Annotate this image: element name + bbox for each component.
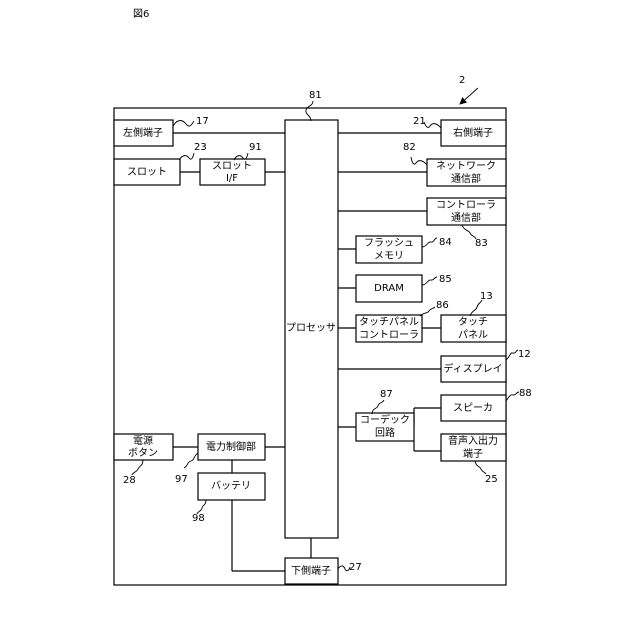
- right-terminal-block: 右側端子: [441, 120, 506, 146]
- audio-io-terminal-block: 音声入出力 端子: [441, 434, 506, 461]
- ref-right-terminal: 21: [413, 116, 426, 127]
- flash-memory-label-line1: フラッシュ: [364, 237, 414, 249]
- ref-lower-terminal: 27: [349, 562, 362, 573]
- flash-memory-label-line2: メモリ: [374, 251, 404, 262]
- network-comm-block: ネットワーク 通信部: [427, 159, 506, 186]
- speaker-block: スピーカ: [441, 395, 506, 421]
- controller-comm-label-line2: 通信部: [451, 211, 481, 224]
- touch-panel-controller-label-line1: タッチパネル: [359, 316, 419, 328]
- ref-touch-ctrl: 86: [436, 300, 449, 311]
- processor-label: プロセッサ: [286, 322, 336, 334]
- ref-left-terminal: 17: [196, 116, 209, 127]
- ref-flash: 84: [439, 237, 452, 248]
- figure-label: 図6: [133, 8, 149, 20]
- power-control-label: 電力制御部: [206, 440, 256, 453]
- touch-panel-controller-block: タッチパネル コントローラ: [356, 315, 422, 342]
- display-label: ディスプレイ: [443, 362, 502, 375]
- slot-block: スロット: [114, 159, 180, 185]
- touch-panel-label-line1: タッチ: [458, 316, 488, 328]
- slot-if-block: スロット I/F: [200, 159, 265, 185]
- codec-circuit-label-line2: 回路: [375, 426, 395, 439]
- ref-speaker: 88: [519, 388, 532, 399]
- slot-if-label-line1: スロット: [212, 161, 252, 172]
- ref-processor: 81: [309, 90, 322, 101]
- processor-block: プロセッサ: [285, 120, 338, 538]
- ref-dram: 85: [439, 274, 452, 285]
- battery-block: バッテリ: [198, 473, 265, 500]
- slot-if-label-line2: I/F: [226, 173, 238, 184]
- power-button-label-line1: 電源: [133, 434, 153, 447]
- controller-comm-label-line1: コントローラ: [436, 199, 496, 211]
- power-button-block: 電源 ボタン: [114, 434, 173, 460]
- device-ref-arrow: [460, 88, 478, 104]
- display-block: ディスプレイ: [441, 356, 506, 382]
- ref-power-control: 97: [175, 474, 188, 485]
- slot-label: スロット: [127, 167, 167, 178]
- power-control-block: 電力制御部: [198, 434, 265, 460]
- dram-block: DRAM: [356, 275, 422, 302]
- network-comm-label-line2: 通信部: [451, 172, 481, 185]
- ref-battery: 98: [192, 513, 205, 524]
- lower-terminal-label: 下側端子: [291, 564, 331, 577]
- lower-terminal-block: 下側端子: [285, 558, 338, 584]
- ref-codec: 87: [380, 389, 393, 400]
- ref-power-button: 28: [123, 475, 136, 486]
- audio-io-terminal-label-line1: 音声入出力: [448, 434, 498, 447]
- right-terminal-label: 右側端子: [453, 126, 493, 139]
- ref-touch-panel: 13: [480, 291, 493, 302]
- dram-label: DRAM: [374, 283, 404, 294]
- controller-comm-block: コントローラ 通信部: [427, 198, 506, 225]
- codec-circuit-label-line1: コーデック: [360, 413, 410, 426]
- touch-panel-controller-label-line2: コントローラ: [359, 329, 419, 341]
- device-ref: 2: [459, 75, 465, 86]
- network-comm-label-line1: ネットワーク: [436, 160, 496, 172]
- ref-network: 82: [403, 142, 416, 153]
- left-terminal-label: 左側端子: [123, 126, 163, 139]
- speaker-label: スピーカ: [453, 402, 493, 414]
- ref-slot: 23: [194, 142, 207, 153]
- flash-memory-block: フラッシュ メモリ: [356, 236, 422, 263]
- codec-circuit-block: コーデック 回路: [356, 413, 414, 441]
- touch-panel-label-line2: パネル: [458, 329, 488, 341]
- touch-panel-block: タッチ パネル: [441, 315, 506, 342]
- audio-io-terminal-label-line2: 端子: [463, 447, 483, 460]
- ref-display: 12: [518, 349, 531, 360]
- ref-slot-if: 91: [249, 142, 262, 153]
- battery-label: バッテリ: [211, 480, 251, 492]
- ref-controller-comm: 83: [475, 238, 488, 249]
- ref-audio-io: 25: [485, 474, 498, 485]
- power-button-label-line2: ボタン: [128, 447, 158, 459]
- left-terminal-block: 左側端子: [114, 120, 173, 146]
